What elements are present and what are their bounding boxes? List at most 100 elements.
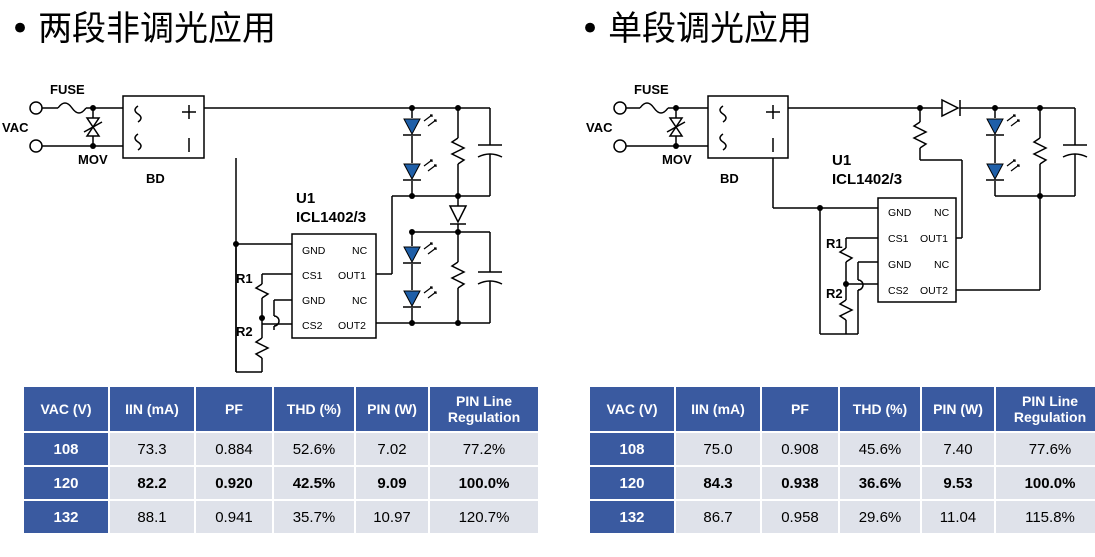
part-label: ICL1402/3 (296, 209, 366, 226)
table-cell: 42.5% (274, 467, 354, 499)
table-header: IIN (mA) (676, 387, 760, 431)
table-cell: 36.6% (840, 467, 920, 499)
table-cell: 7.40 (922, 433, 994, 465)
table-cell: 73.3 (110, 433, 194, 465)
table-header: VAC (V) (590, 387, 674, 431)
table-header: IIN (mA) (110, 387, 194, 431)
table-cell: 132 (24, 501, 108, 533)
led-icon (985, 114, 1020, 136)
pin-label: GND (888, 259, 912, 271)
table-cell: 108 (590, 433, 674, 465)
r1-label: R1 (826, 236, 843, 251)
table-cell: 45.6% (840, 433, 920, 465)
pin-label: NC (352, 295, 368, 307)
table-cell: 77.2% (430, 433, 538, 465)
table-cell: 120.7% (430, 501, 538, 533)
table-cell: 0.920 (196, 467, 272, 499)
vac-label: VAC (586, 120, 613, 135)
table-cell: 0.884 (196, 433, 272, 465)
pin-label: CS2 (888, 285, 909, 297)
table-cell: 0.908 (762, 433, 838, 465)
fuse-label: FUSE (634, 82, 669, 97)
u1-label: U1 (296, 190, 315, 207)
table-row: 108 73.3 0.884 52.6% 7.02 77.2% (24, 433, 538, 465)
r2-label: R2 (826, 286, 843, 301)
table-cell: 120 (24, 467, 108, 499)
left-title: •两段非调光应用 (10, 9, 277, 49)
left-data-table: VAC (V) IIN (mA) PF THD (%) PIN (W) PIN … (22, 385, 540, 535)
led-icon (402, 159, 437, 181)
part-label: ICL1402/3 (832, 171, 902, 188)
fuse-label: FUSE (50, 82, 85, 97)
bd-label: BD (146, 171, 165, 186)
table-cell: 9.09 (356, 467, 428, 499)
table-cell: 11.04 (922, 501, 994, 533)
table-cell: 0.938 (762, 467, 838, 499)
table-cell: 52.6% (274, 433, 354, 465)
right-data-table: VAC (V) IIN (mA) PF THD (%) PIN (W) PIN … (588, 385, 1095, 535)
table-cell: 88.1 (110, 501, 194, 533)
table-cell: 10.97 (356, 501, 428, 533)
pin-label: OUT2 (338, 320, 366, 332)
table-header-row: VAC (V) IIN (mA) PF THD (%) PIN (W) PIN … (24, 387, 538, 431)
pin-label: OUT1 (920, 233, 948, 245)
table-header: PF (196, 387, 272, 431)
led-icon (402, 286, 437, 308)
table-cell: 7.02 (356, 433, 428, 465)
table-cell: 100.0% (996, 467, 1095, 499)
table-cell: 132 (590, 501, 674, 533)
pin-label: CS1 (888, 233, 909, 245)
pin-label: CS2 (302, 320, 323, 332)
table-header: THD (%) (274, 387, 354, 431)
table-header: THD (%) (840, 387, 920, 431)
table-cell: 84.3 (676, 467, 760, 499)
pin-label: NC (352, 245, 368, 257)
left-panel: •两段非调光应用 (0, 0, 540, 557)
table-row: 132 86.7 0.958 29.6% 11.04 115.8% (590, 501, 1095, 533)
right-title: •单段调光应用 (580, 9, 813, 49)
table-cell: 86.7 (676, 501, 760, 533)
table-row: 120 84.3 0.938 36.6% 9.53 100.0% (590, 467, 1095, 499)
table-row: 120 82.2 0.920 42.5% 9.09 100.0% (24, 467, 538, 499)
pin-label: NC (934, 207, 950, 219)
pin-label: CS1 (302, 270, 323, 282)
led-icon (402, 114, 437, 136)
right-circuit-diagram: FUSE VAC MOV BD R1 R2 U1 ICL1402/3 GND N… (586, 82, 1088, 335)
r2-label: R2 (236, 324, 253, 339)
left-circuit-diagram: FUSE VAC MOV BD R1 R2 U1 ICL1402/3 GND N… (2, 82, 503, 373)
table-header: PIN Line Regulation (996, 387, 1095, 431)
table-header: PIN (W) (922, 387, 994, 431)
table-header: PIN (W) (356, 387, 428, 431)
led-icon (402, 242, 437, 264)
u1-label: U1 (832, 152, 851, 169)
pin-label: GND (302, 295, 326, 307)
table-cell: 77.6% (996, 433, 1095, 465)
mov-label: MOV (662, 152, 692, 167)
pin-label: OUT1 (338, 270, 366, 282)
table-header: VAC (V) (24, 387, 108, 431)
pin-label: OUT2 (920, 285, 948, 297)
vac-label: VAC (2, 120, 29, 135)
table-row: 132 88.1 0.941 35.7% 10.97 120.7% (24, 501, 538, 533)
table-cell: 108 (24, 433, 108, 465)
table-cell: 82.2 (110, 467, 194, 499)
right-panel: •单段调光应用 (570, 0, 1095, 557)
led-icon (985, 159, 1020, 181)
table-cell: 0.941 (196, 501, 272, 533)
table-cell: 29.6% (840, 501, 920, 533)
table-cell: 100.0% (430, 467, 538, 499)
table-header: PF (762, 387, 838, 431)
pin-label: NC (934, 259, 950, 271)
table-cell: 115.8% (996, 501, 1095, 533)
pin-label: GND (888, 207, 912, 219)
table-header: PIN Line Regulation (430, 387, 538, 431)
pin-label: GND (302, 245, 326, 257)
mov-label: MOV (78, 152, 108, 167)
table-cell: 120 (590, 467, 674, 499)
bd-label: BD (720, 171, 739, 186)
table-cell: 35.7% (274, 501, 354, 533)
table-cell: 0.958 (762, 501, 838, 533)
table-cell: 9.53 (922, 467, 994, 499)
table-row: 108 75.0 0.908 45.6% 7.40 77.6% (590, 433, 1095, 465)
r1-label: R1 (236, 271, 253, 286)
